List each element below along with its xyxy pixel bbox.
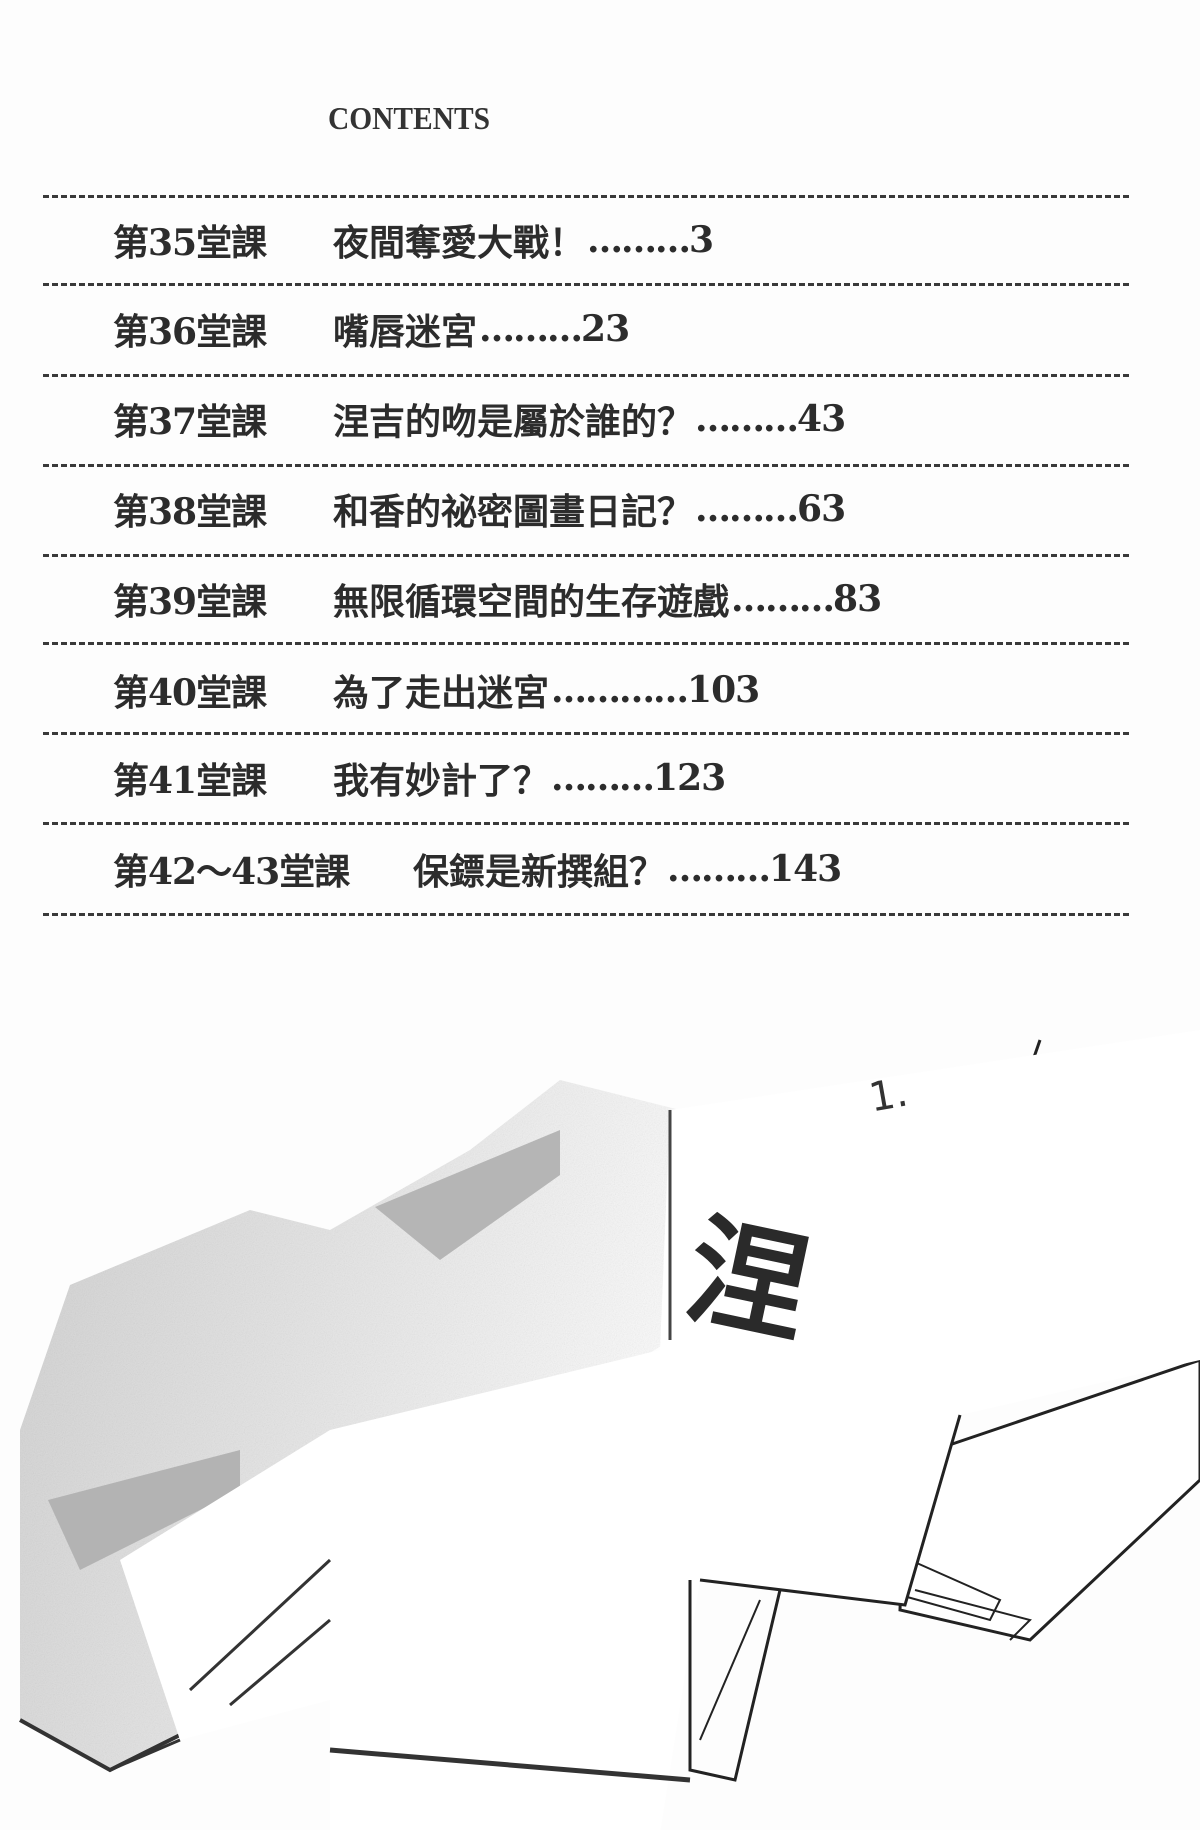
chapter-title: 和香的祕密圖畫日記？ <box>333 491 694 533</box>
page-number: 143 <box>769 848 842 890</box>
toc-entry-36[interactable]: 第36堂課 嘴唇迷宮 ……… 23 <box>113 299 630 359</box>
dot-leader: ……… <box>479 308 583 350</box>
emblem-illustration: 涅 1. <box>19 1030 1200 1830</box>
chapter-title: 夜間奪愛大戰！ <box>333 222 586 264</box>
chapter-title: 保鏢是新撰組？ <box>413 851 666 893</box>
divider <box>43 464 1129 467</box>
toc-entry-41[interactable]: 第41堂課 我有妙計了？ ……… 123 <box>113 748 726 808</box>
chapter-title: 無限循環空間的生存遊戲 <box>333 581 730 623</box>
toc-entry-38[interactable]: 第38堂課 和香的祕密圖畫日記？ ……… 63 <box>113 479 846 539</box>
chapter-number: 第37堂課 <box>113 401 267 443</box>
chapter-number: 第41堂課 <box>113 760 267 802</box>
divider <box>43 283 1129 286</box>
stroke-mark: 1. <box>866 1070 912 1122</box>
toc-entry-39[interactable]: 第39堂課 無限循環空間的生存遊戲 ……… 83 <box>113 569 882 629</box>
divider <box>43 642 1129 645</box>
dot-leader: ………… <box>551 669 689 711</box>
toc-entry-35[interactable]: 第35堂課 夜間奪愛大戰！ ……… 3 <box>113 210 714 270</box>
page-number: 103 <box>687 669 760 711</box>
dot-leader: ……… <box>695 488 799 530</box>
divider <box>43 732 1129 735</box>
page-number: 23 <box>581 308 630 350</box>
chapter-title: 為了走出迷宮 <box>333 672 550 714</box>
chapter-number: 第35堂課 <box>113 222 267 264</box>
toc-entry-40[interactable]: 第40堂課 為了走出迷宮 ………… 103 <box>113 660 760 720</box>
dot-leader: ……… <box>731 578 835 620</box>
dot-leader: ……… <box>587 219 691 261</box>
page-number: 3 <box>689 219 714 261</box>
chapter-title: 嘴唇迷宮 <box>333 311 478 353</box>
divider <box>43 913 1129 916</box>
toc-entry-42-43[interactable]: 第42～43堂課 保鏢是新撰組？ ……… 143 <box>113 839 842 899</box>
page-number: 123 <box>653 757 726 799</box>
dot-leader: ……… <box>667 848 771 890</box>
front-card <box>109 1030 1200 1830</box>
chapter-title: 我有妙計了？ <box>333 760 550 802</box>
chapter-number: 第40堂課 <box>113 672 267 714</box>
divider <box>43 554 1129 557</box>
divider <box>43 822 1129 825</box>
emblem-character: 涅 <box>675 1201 821 1362</box>
chapter-number: 第39堂課 <box>113 581 267 623</box>
dot-leader: ……… <box>695 398 799 440</box>
page-title: CONTENTS <box>328 100 490 136</box>
divider <box>43 374 1129 377</box>
page-number: 83 <box>833 578 882 620</box>
dot-leader: ……… <box>551 757 655 799</box>
chapter-number: 第38堂課 <box>113 491 267 533</box>
page-number: 63 <box>797 488 846 530</box>
divider <box>43 195 1129 198</box>
page-number: 43 <box>797 398 846 440</box>
chapter-number: 第36堂課 <box>113 311 267 353</box>
chapter-title: 涅吉的吻是屬於誰的？ <box>333 401 694 443</box>
chapter-number: 第42～43堂課 <box>113 851 350 893</box>
toc-entry-37[interactable]: 第37堂課 涅吉的吻是屬於誰的？ ……… 43 <box>113 389 846 449</box>
